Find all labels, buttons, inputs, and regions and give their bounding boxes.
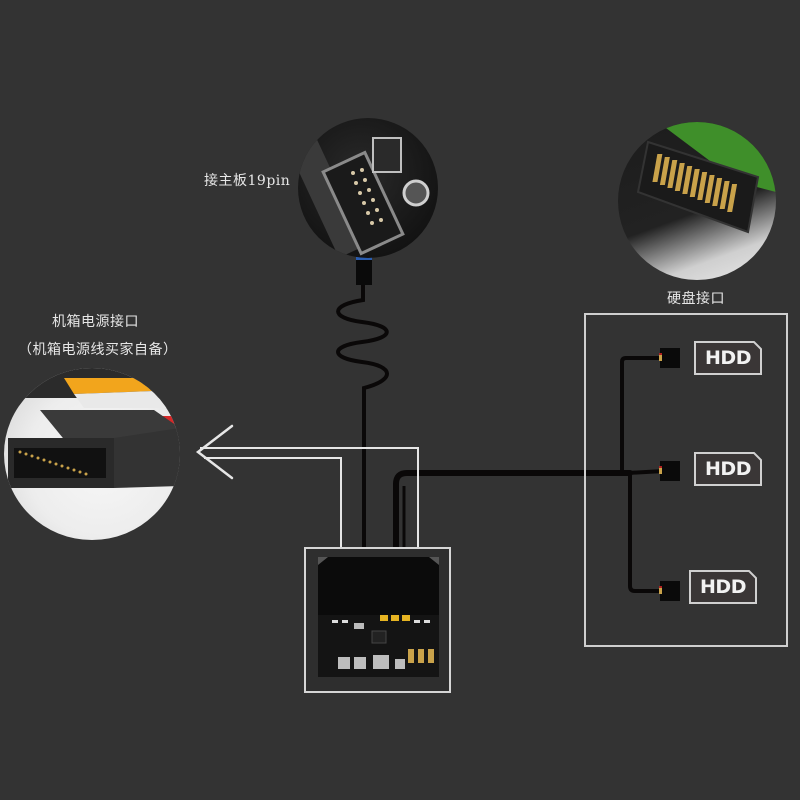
hdd-drive-icon [694, 452, 762, 486]
hdd-connector-photo [618, 122, 776, 280]
hdd-branch-cable-middle [627, 469, 665, 475]
sata-plug-bottom [659, 581, 680, 601]
arrow-head-icon [195, 424, 234, 480]
hdd-port-label: HDD [705, 458, 751, 480]
hdd-branch-cable-top [620, 356, 664, 473]
hdd-port-3: HDD [689, 570, 757, 604]
hdd-branch-cable-bottom [628, 473, 664, 593]
hdd-drive-icon [694, 341, 762, 375]
psu-interface-label: 机箱电源接口 [52, 314, 139, 330]
usb-cable [336, 281, 389, 602]
hdd-port-label: HDD [705, 347, 751, 369]
hdd-drive-icon [689, 570, 757, 604]
hdd-port-1: HDD [694, 341, 762, 375]
sata-power-trunk-cable [393, 470, 633, 603]
psu-connector-photo [4, 368, 180, 540]
psu-note-label: （机箱电源线买家自备） [18, 342, 178, 358]
hdd-interface-label: 硬盘接口 [667, 291, 725, 307]
sata-plug-top [659, 348, 680, 368]
motherboard-header-photo [298, 118, 438, 258]
hdd-port-label: HDD [700, 576, 746, 598]
usb-plug [356, 257, 372, 285]
hdd-interface-panel [584, 313, 788, 647]
usb-plug-blue-tip [356, 257, 372, 260]
front-panel-board-photo [318, 557, 439, 677]
sata-plug-middle [659, 461, 680, 481]
hdd-port-2: HDD [694, 452, 762, 486]
motherboard-19pin-label: 接主板19pin [204, 173, 291, 189]
